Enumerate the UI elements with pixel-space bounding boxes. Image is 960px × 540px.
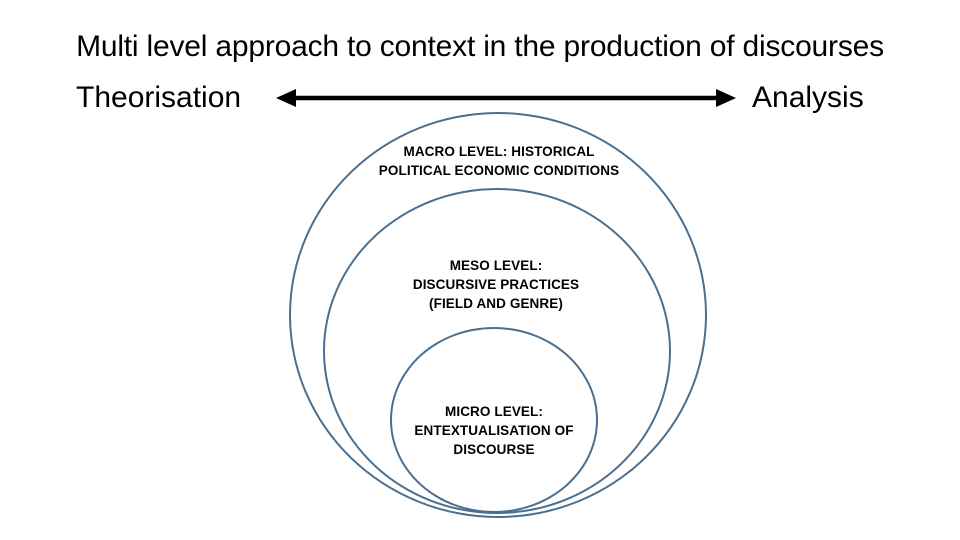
label-macro-line-2: POLITICAL ECONOMIC CONDITIONS [378, 163, 620, 178]
label-micro-line-2: ENTEXTUALISATION OF [414, 423, 574, 438]
arrowhead-right-icon [716, 89, 736, 107]
page-title: Multi level approach to context in the p… [76, 30, 884, 63]
axis-label-analysis: Analysis [752, 81, 864, 114]
circle-micro-level [390, 327, 598, 513]
bidirectional-arrow [276, 78, 736, 118]
label-meso-line-1: MESO LEVEL: [449, 258, 543, 273]
double-arrow-icon [276, 89, 736, 107]
circle-meso-level [323, 188, 671, 514]
label-micro-line-3: DISCOURSE [453, 442, 535, 457]
label-macro-level: MACRO LEVEL: HISTORICAL POLITICAL ECONOM… [338, 142, 660, 180]
arrowhead-left-icon [276, 89, 296, 107]
label-micro-line-1: MICRO LEVEL: [445, 404, 543, 419]
label-macro-line-1: MACRO LEVEL: HISTORICAL [403, 144, 595, 159]
label-meso-line-3: (FIELD AND GENRE) [429, 296, 563, 311]
label-meso-line-2: DISCURSIVE PRACTICES [412, 277, 580, 292]
label-micro-level: MICRO LEVEL: ENTEXTUALISATION OF DISCOUR… [388, 402, 600, 459]
label-meso-level: MESO LEVEL: DISCURSIVE PRACTICES (FIELD … [376, 256, 616, 313]
circle-macro-level [289, 112, 707, 518]
axis-label-theorisation: Theorisation [76, 81, 242, 114]
